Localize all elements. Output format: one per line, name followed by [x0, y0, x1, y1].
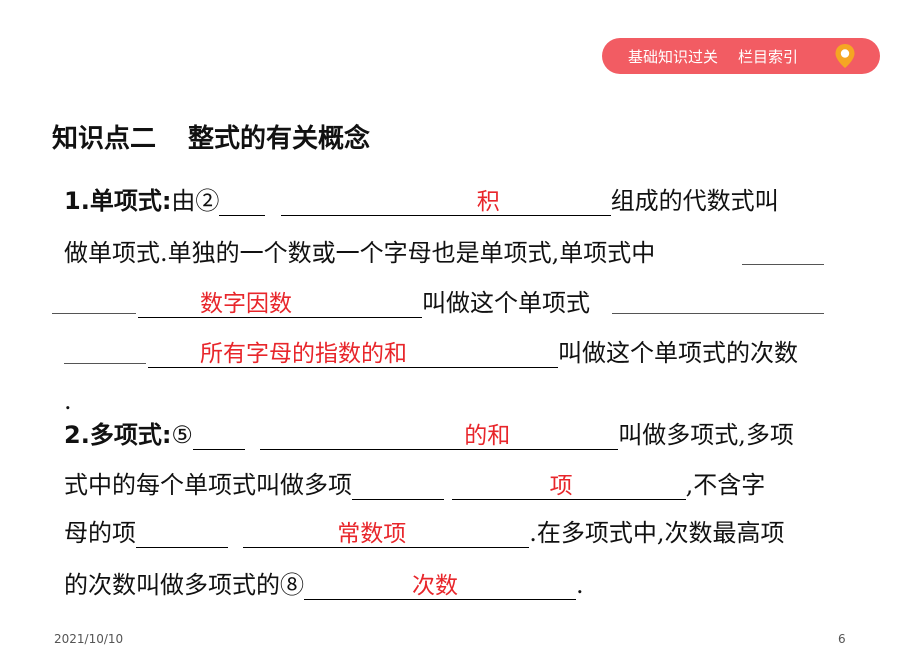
top-nav-pill: 基础知识过关 栏目索引: [602, 38, 880, 74]
monomial-line-3: 数字因数 叫做这个单项式: [138, 288, 590, 318]
monomial-line-4: 所有字母的指数的和 叫做这个单项式的次数: [148, 338, 798, 368]
polynomial-l2-pre: 式中的每个单项式叫做多项: [64, 471, 352, 499]
heading-topic: 整式的有关概念: [188, 124, 371, 154]
footer-page-number: 6: [838, 632, 846, 646]
polynomial-l1-post: 叫做多项式,多项: [618, 421, 794, 449]
polynomial-term: 2.多项式:: [64, 421, 172, 449]
nav-basic-knowledge-link[interactable]: 基础知识过关: [628, 47, 719, 66]
underline: [742, 264, 824, 265]
underline: [612, 313, 824, 314]
monomial-term: 1.单项式:: [64, 187, 172, 215]
polynomial-line-4: 的次数叫做多项式的⑧ 次数.: [64, 570, 584, 600]
answer-blank[interactable]: 数字因数: [138, 291, 422, 318]
monomial-l1-post: 组成的代数式叫: [610, 187, 779, 215]
monomial-l4-post: 叫做这个单项式的次数: [558, 339, 798, 367]
polynomial-l4-post: .: [576, 571, 584, 599]
monomial-line-2: 做单项式.单独的一个数或一个字母也是单项式,单项式中: [64, 238, 655, 268]
nav-column-index-link[interactable]: 栏目索引: [738, 47, 799, 66]
footer-date: 2021/10/10: [54, 632, 124, 646]
monomial-line-5: .: [64, 386, 72, 416]
underline: [64, 363, 146, 364]
monomial-l1-pre: 由②: [171, 187, 220, 215]
polynomial-line-1: 2.多项式:⑤ 的和 叫做多项式,多项: [64, 420, 794, 450]
answer-blank[interactable]: 的和: [260, 423, 619, 450]
answer-sum: 的和: [464, 423, 511, 449]
polynomial-l4-pre: 的次数叫做: [64, 571, 184, 599]
polynomial-l2-post: ,不含字: [685, 471, 766, 499]
underline: [52, 313, 136, 314]
answer-degree: 次数: [412, 573, 458, 599]
answer-constant-term: 常数项: [337, 521, 407, 547]
monomial-l3-post: 叫做这个单项式: [422, 289, 590, 317]
answer-sum-of-exponents: 所有字母的指数的和: [200, 341, 407, 367]
polynomial-l4-mid: 多项式的⑧: [184, 571, 304, 599]
heading-knowledge-point: 知识点二: [52, 124, 157, 154]
section-heading: 知识点二 整式的有关概念: [52, 118, 370, 155]
answer-blank[interactable]: 积: [280, 189, 611, 216]
answer-blank[interactable]: 项: [451, 473, 686, 500]
polynomial-l3-post: .在多项式中,次数最高项: [529, 519, 785, 547]
monomial-l5-text: .: [64, 387, 72, 415]
polynomial-l1-pre: ⑤: [171, 421, 193, 449]
answer-blank[interactable]: 次数: [304, 573, 576, 600]
answer-numeric-factor: 数字因数: [200, 291, 292, 317]
answer-blank[interactable]: 常数项: [243, 521, 530, 548]
location-pin-icon[interactable]: [834, 43, 856, 69]
monomial-line-1: 1.单项式:由② 积 组成的代数式叫: [64, 186, 779, 216]
polynomial-line-2: 式中的每个单项式叫做多项 项 ,不含字: [64, 470, 765, 500]
answer-term: 项: [549, 473, 573, 499]
polynomial-line-3: 母的项 常数项 .在多项式中,次数最高项: [64, 518, 785, 548]
monomial-l2-text: 做单项式.单独的一个数或一个字母也是单项式,单项式中: [64, 239, 656, 267]
polynomial-l3-pre: 母的项: [64, 519, 136, 547]
answer-product: 积: [476, 189, 500, 215]
answer-blank[interactable]: 所有字母的指数的和: [148, 341, 558, 368]
